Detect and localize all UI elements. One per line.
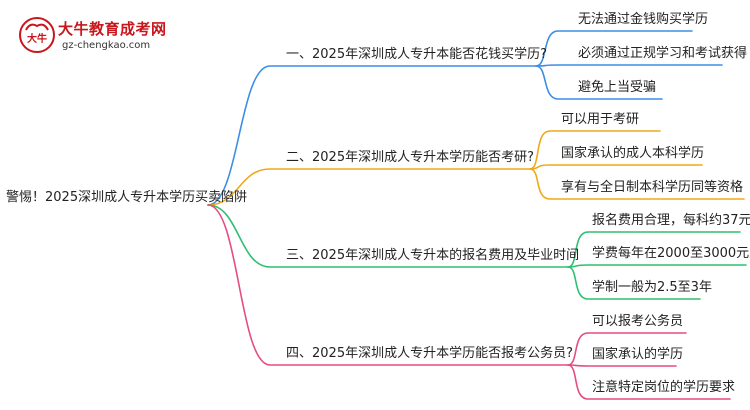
leaf-1-2-connector — [535, 64, 723, 67]
leaf-4-1-connector — [567, 332, 687, 366]
leaf-4-3-connector — [567, 364, 731, 400]
logo-title: 大牛教育成考网 — [58, 20, 167, 38]
branch-1-label: 一、2025年深圳成人专升本能否花钱买学历? — [286, 47, 547, 62]
site-logo[interactable]: 大牛 大牛教育成考网 gz-chengkao.com — [18, 14, 168, 56]
leaf-1-2: 必须通过正规学习和考试获得 — [578, 46, 748, 61]
leaf-3-2-connector — [567, 264, 747, 268]
leaf-3-3-connector — [567, 266, 701, 300]
leaf-4-1: 可以报考公务员 — [592, 314, 684, 329]
branch-2-connector — [207, 168, 531, 206]
leaf-4-3: 注意特定岗位的学历要求 — [592, 380, 736, 395]
leaf-2-1-connector — [529, 130, 661, 170]
leaf-4-2-connector — [567, 364, 677, 367]
logo-mark-text: 大牛 — [27, 32, 47, 45]
branch-3-label: 三、2025年深圳成人专升本的报名费用及毕业时间 — [286, 248, 580, 263]
root-topic: 警惕！2025深圳成人专升本学历买卖陷阱 — [6, 190, 248, 205]
leaf-2-1: 可以用于考研 — [561, 112, 640, 127]
leaf-3-2: 学费每年在2000至3000元之间 — [592, 246, 750, 261]
leaf-2-2-connector — [529, 164, 703, 170]
leaf-3-1-connector — [567, 231, 741, 268]
branch-4-label: 四、2025年深圳成人专升本学历能否报考公务员? — [286, 346, 573, 361]
leaf-4-2: 国家承认的学历 — [592, 347, 684, 362]
bull-logo-icon: 大牛 — [19, 17, 55, 53]
branch-2-label: 二、2025年深圳成人专升本学历能否考研? — [286, 150, 534, 165]
branch-1-connector — [207, 65, 537, 206]
leaf-1-3: 避免上当受骗 — [578, 80, 657, 95]
leaf-1-1-connector — [535, 30, 693, 67]
logo-url: gz-chengkao.com — [62, 40, 151, 51]
leaf-2-2: 国家承认的成人本科学历 — [561, 146, 705, 161]
leaf-1-1: 无法通过金钱购买学历 — [578, 12, 709, 27]
leaf-2-3: 享有与全日制本科学历同等资格 — [561, 180, 744, 195]
leaf-3-3: 学制一般为2.5至3年 — [592, 280, 712, 295]
branch-4-connector — [207, 204, 569, 366]
leaf-1-3-connector — [535, 65, 663, 100]
leaf-3-1: 报名费用合理，每科约37元 — [592, 213, 750, 228]
branch-3-connector — [207, 204, 569, 268]
leaf-2-3-connector — [529, 168, 745, 200]
